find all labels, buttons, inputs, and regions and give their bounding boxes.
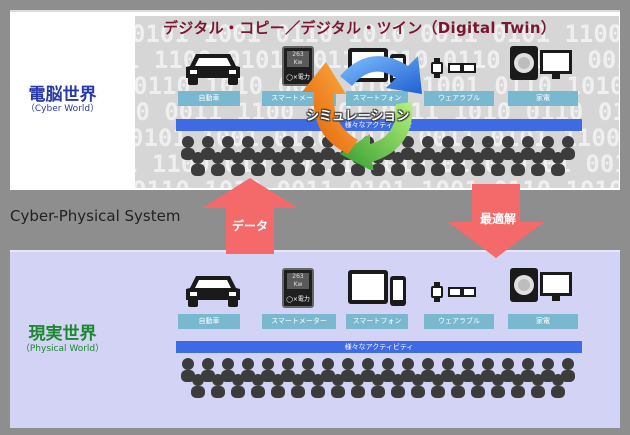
activity-bar: 様々なアクティビティ <box>176 119 582 131</box>
physical-world-title: 現実世界 <box>28 324 97 344</box>
meter-caption: ◯×電力 <box>286 296 310 303</box>
meter-value: 263 <box>292 273 304 280</box>
smart-meter-icon: 263 Kw ◯×電力 <box>282 46 314 86</box>
appliance-label: 家電 <box>508 314 578 329</box>
simulation-cycle-icon <box>302 56 422 170</box>
svg-text:0101 1001 0110 1010 0011 0101: 0101 1001 0110 1010 0011 0101 1100 10 <box>135 20 619 48</box>
car-icon <box>186 276 240 307</box>
wearable-icon <box>431 282 476 302</box>
smartphone-label: スマートフォン <box>346 91 408 106</box>
wearable-label: ウェアラブル <box>424 91 494 106</box>
wearable-label: ウェアラブル <box>424 314 494 329</box>
smartphone-label: スマートフォン <box>346 314 408 329</box>
data-arrow-label: データ <box>232 219 269 233</box>
car-label: 自動車 <box>178 314 240 329</box>
appliance-icon <box>510 268 572 302</box>
car-icon <box>186 54 240 85</box>
smartphone-tablet-icon <box>348 270 406 306</box>
physical-world-subtitle: （Physical World） <box>20 344 105 354</box>
optimal-solution-arrow-label: 最適解 <box>480 212 517 226</box>
appliance-label: 家電 <box>508 91 578 106</box>
meter-unit: Kw <box>293 281 303 288</box>
car-label: 自動車 <box>178 91 240 106</box>
smart-meter-label: スマートメーター <box>262 314 336 329</box>
optimal-solution-down-arrow-icon <box>448 184 544 258</box>
wearable-icon <box>431 58 476 78</box>
cyber-world-subtitle: （Cyber World） <box>25 104 100 114</box>
diagram-title: デジタル・コピー／デジタル・ツイン（Digital Twin） <box>163 19 557 37</box>
meter-unit: Kw <box>293 59 303 66</box>
meter-caption: ◯×電力 <box>286 74 310 81</box>
meter-value: 263 <box>292 51 304 58</box>
cyber-world-title: 電脳世界 <box>28 85 97 105</box>
smart-meter-icon: 263 Kw ◯×電力 <box>282 268 314 308</box>
activity-bar: 様々なアクティビティ <box>176 341 582 353</box>
simulation-label: シミュレーション <box>306 109 410 124</box>
cps-label: Cyber-Physical System <box>10 207 181 225</box>
people-group-icon <box>181 358 575 398</box>
appliance-icon <box>510 46 572 80</box>
data-up-arrow-icon <box>202 178 298 254</box>
